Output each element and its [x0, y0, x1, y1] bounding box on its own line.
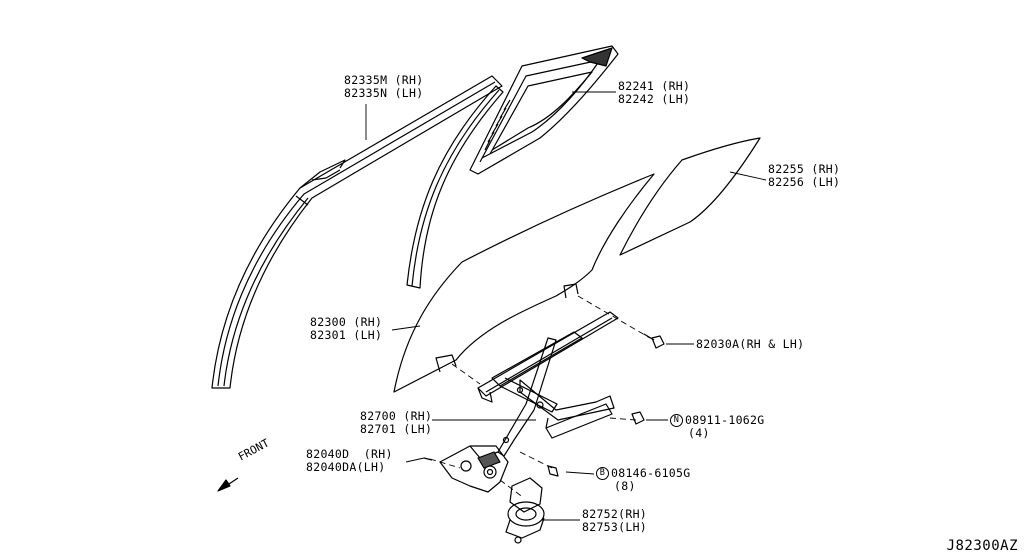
door-glass	[393, 173, 655, 393]
bolt-08146	[547, 465, 559, 477]
leader-lines	[365, 91, 767, 521]
callout-regulator-bracket-lh: 82040DA(LH)	[306, 460, 386, 474]
sash-channel	[406, 85, 504, 289]
quarter-glass	[619, 137, 761, 256]
nut-08911	[631, 411, 645, 425]
callout-regulator-lh: 82701 (LH)	[360, 422, 433, 436]
bolt-bracket	[423, 457, 433, 461]
molding-strip	[211, 75, 503, 389]
callout-motor-rh: 82752(RH)	[582, 507, 648, 521]
callout-quarter-glass: 82255 (RH) 82256 (LH)	[768, 163, 840, 189]
glass-channel	[477, 311, 619, 403]
callout-partition-glass-lh: 82242 (LH)	[618, 92, 691, 106]
callout-quarter-glass-lh: 82256 (LH)	[768, 175, 841, 189]
callout-bolt-b-part: 08146-6105G	[611, 466, 691, 480]
partition-glass-frame	[469, 45, 619, 175]
bolt-82030a	[643, 333, 665, 349]
b-badge-icon: B	[596, 467, 609, 480]
callout-regulator-rh: 82700 (RH)	[360, 409, 433, 423]
callout-nut-part: 08911-1062G	[685, 413, 765, 427]
callout-molding-rh: 82335M (RH)	[344, 73, 424, 87]
regulator	[491, 331, 615, 457]
callout-door-glass-lh: 82301 (LH)	[310, 328, 383, 342]
callout-molding-lh: 82335N (LH)	[344, 86, 424, 100]
callout-door-glass-rh: 82300 (RH)	[310, 315, 383, 329]
callout-partition-glass: 82241 (RH) 82242 (LH)	[618, 80, 690, 106]
callout-door-glass: 82300 (RH) 82301 (LH)	[310, 316, 382, 342]
callout-bolt-b-qty: (8)	[614, 479, 636, 493]
callout-regulator-bracket-rh: 82040D (RH)	[306, 447, 393, 461]
callout-regulator-bracket: 82040D (RH) 82040DA(LH)	[306, 448, 393, 474]
diagram-code: J82300AZ	[946, 538, 1018, 554]
front-arrow-icon	[217, 477, 239, 492]
callout-bolt-text: 82030A(RH & LH)	[696, 337, 805, 351]
callout-motor: 82752(RH) 82753(LH)	[582, 508, 647, 534]
callout-partition-glass-rh: 82241 (RH)	[618, 79, 691, 93]
n-badge-icon: N	[670, 414, 683, 427]
callout-molding: 82335M (RH) 82335N (LH)	[344, 74, 423, 100]
window-motor	[505, 477, 545, 544]
callout-bolt: 82030A(RH & LH)	[696, 338, 804, 351]
callout-motor-lh: 82753(LH)	[582, 520, 648, 534]
callout-quarter-glass-rh: 82255 (RH)	[768, 162, 841, 176]
callout-nut-qty: (4)	[688, 426, 710, 440]
callout-regulator: 82700 (RH) 82701 (LH)	[360, 410, 432, 436]
regulator-bracket	[439, 445, 509, 493]
